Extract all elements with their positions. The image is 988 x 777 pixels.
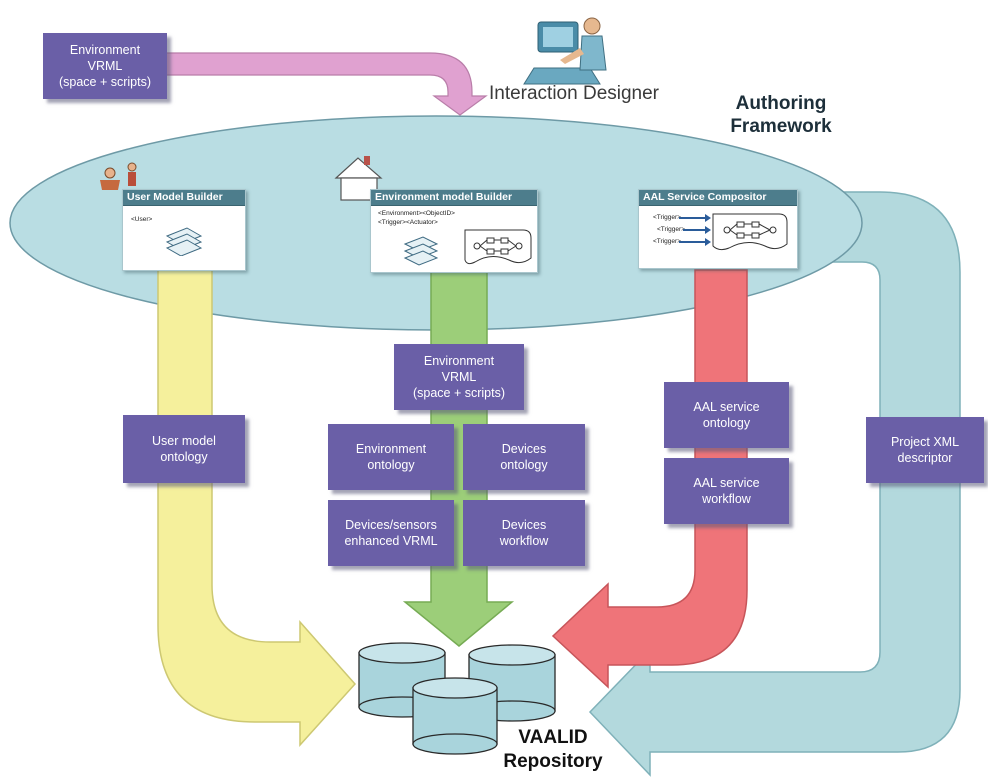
authoring-framework-label: Authoring Framework	[730, 93, 832, 137]
aal-service-ontology-text: AAL service ontology	[693, 400, 760, 430]
aal-service-compositor-title: AAL Service Compositor	[639, 190, 797, 206]
document-stack-icon	[165, 227, 203, 256]
trigger-actuator-tag: <Trigger><Actuator>	[378, 219, 438, 226]
project-xml-flow-arrow	[588, 191, 961, 777]
environment-model-builder-panel: Environment model Builder <Environment><…	[370, 189, 538, 273]
env-vrml-mid-box: Environment VRML (space + scripts)	[394, 344, 524, 410]
user-model-builder-title: User Model Builder	[123, 190, 245, 206]
aal-service-compositor-panel: AAL Service Compositor <Trigger> <Trigge…	[638, 189, 798, 269]
house-icon	[334, 156, 383, 201]
workflow-icon	[464, 229, 532, 265]
environment-tag: <Environment><ObjectID>	[378, 210, 455, 217]
repository-cylinders	[358, 642, 556, 755]
devices-ontology-box: Devices ontology	[463, 424, 585, 490]
environment-ontology-text: Environment ontology	[355, 442, 427, 472]
aal-service-workflow-text: AAL service workflow	[693, 476, 760, 506]
project-xml-box: Project XML descriptor	[866, 417, 984, 483]
devices-ontology-text: Devices ontology	[500, 442, 548, 472]
env-vrml-top-box: Environment VRML (space + scripts)	[43, 33, 167, 99]
project-xml-text: Project XML descriptor	[890, 435, 960, 465]
repository-label: VAALID Repository	[503, 727, 603, 772]
devices-workflow-box: Devices workflow	[463, 500, 585, 566]
service-workflow-icon	[679, 213, 788, 251]
devices-workflow-text: Devices workflow	[499, 518, 549, 548]
env-vrml-mid-text: Environment VRML (space + scripts)	[412, 354, 506, 400]
aal-service-workflow-box: AAL service workflow	[664, 458, 789, 524]
users-icon	[100, 162, 137, 190]
devices-sensors-vrml-box: Devices/sensors enhanced VRML	[328, 500, 454, 566]
user-model-ontology-text: User model ontology	[152, 434, 216, 464]
environment-model-builder-title: Environment model Builder	[371, 190, 537, 206]
trigger-tag-3: <Trigger>	[653, 238, 681, 245]
interaction-designer-icon	[523, 17, 607, 85]
document-stack-icon	[403, 236, 439, 266]
devices-sensors-vrml-text: Devices/sensors enhanced VRML	[344, 518, 438, 548]
user-model-builder-panel: User Model Builder <User>	[122, 189, 246, 271]
env-vrml-top-text: Environment VRML (space + scripts)	[58, 43, 152, 89]
cylinder-front	[412, 677, 498, 755]
environment-ontology-box: Environment ontology	[328, 424, 454, 490]
designer-input-arrow	[159, 52, 488, 116]
trigger-tag-2: <Trigger>	[657, 226, 685, 233]
interaction-designer-label: Interaction Designer	[488, 83, 660, 104]
user-tag: <User>	[131, 216, 153, 223]
user-model-flow-arrow	[157, 269, 357, 747]
aal-service-ontology-box: AAL service ontology	[664, 382, 789, 448]
trigger-tag-1: <Trigger>	[653, 214, 681, 221]
aal-service-flow-arrow	[551, 269, 748, 689]
user-model-ontology-box: User model ontology	[123, 415, 245, 483]
